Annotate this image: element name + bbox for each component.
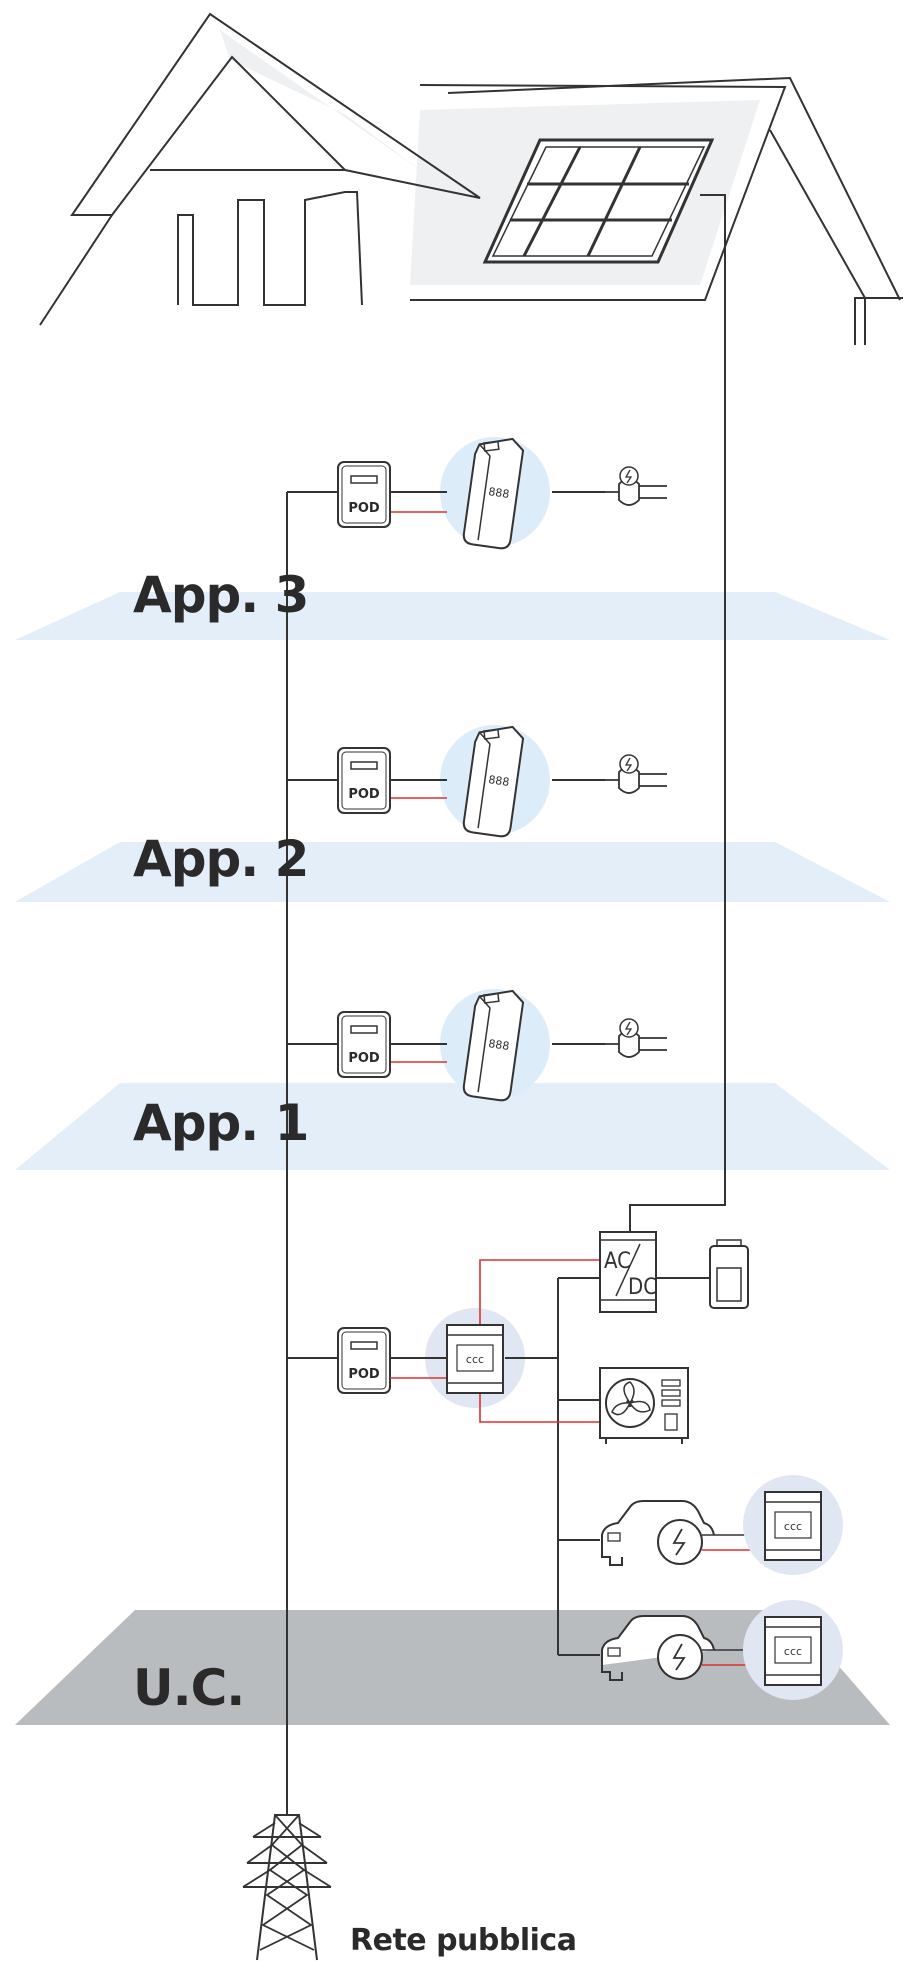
floor-label-app3: App. 3 <box>133 566 308 624</box>
main-wiring <box>286 194 726 1815</box>
ev-car-charging-icon <box>601 1500 760 1566</box>
inverter-dc-label: DC <box>628 1275 657 1300</box>
smart-meter-device-icon: 888 <box>462 725 525 838</box>
ev-car-charging-icon <box>601 1615 760 1681</box>
svg-text:888: 888 <box>488 1037 511 1053</box>
pod-label: POD <box>348 1367 380 1382</box>
floor-label-app2: App. 2 <box>133 830 308 888</box>
smart-meter-device-icon: 888 <box>462 989 525 1102</box>
floor-plane-app1 <box>15 1083 890 1170</box>
inverter-acdc-icon: AC DC <box>599 1231 657 1313</box>
uc-control-box-icon: ccc <box>446 1324 504 1394</box>
pod-label: POD <box>348 1051 380 1066</box>
svg-text:ccc: ccc <box>466 1353 484 1366</box>
power-pylon-icon <box>242 1814 332 1961</box>
plug-icon <box>605 1018 667 1058</box>
heat-pump-icon <box>599 1367 689 1444</box>
floor-label-uc: U.C. <box>133 1659 244 1717</box>
pod-meter-app2: POD <box>337 747 391 814</box>
smart-meter-device-icon: 888 <box>462 437 525 550</box>
svg-text:ccc: ccc <box>784 1645 802 1658</box>
floor-label-app1: App. 1 <box>133 1094 308 1152</box>
ev-charger-box-icon: ccc <box>764 1616 822 1686</box>
battery-icon <box>709 1239 749 1309</box>
svg-text:ccc: ccc <box>784 1520 802 1533</box>
svg-text:888: 888 <box>488 773 511 789</box>
grid-label: Rete pubblica <box>350 1923 576 1958</box>
pod-label: POD <box>348 787 380 802</box>
svg-text:888: 888 <box>488 485 511 501</box>
house-roof <box>39 12 903 345</box>
solar-panel-icon <box>482 138 715 264</box>
ev-charger-box-icon: ccc <box>764 1491 822 1561</box>
inverter-ac-label: AC <box>604 1249 631 1274</box>
plug-icon <box>605 466 667 506</box>
plug-icon <box>605 754 667 794</box>
pod-label: POD <box>348 501 380 516</box>
floor-plane-app3 <box>15 592 890 640</box>
uc-wiring <box>390 1259 710 1656</box>
floor-plane-app2 <box>15 842 890 902</box>
pod-meter-app3: POD <box>337 461 391 528</box>
pod-meter-app1: POD <box>337 1011 391 1078</box>
pod-meter-uc: POD <box>337 1327 391 1394</box>
